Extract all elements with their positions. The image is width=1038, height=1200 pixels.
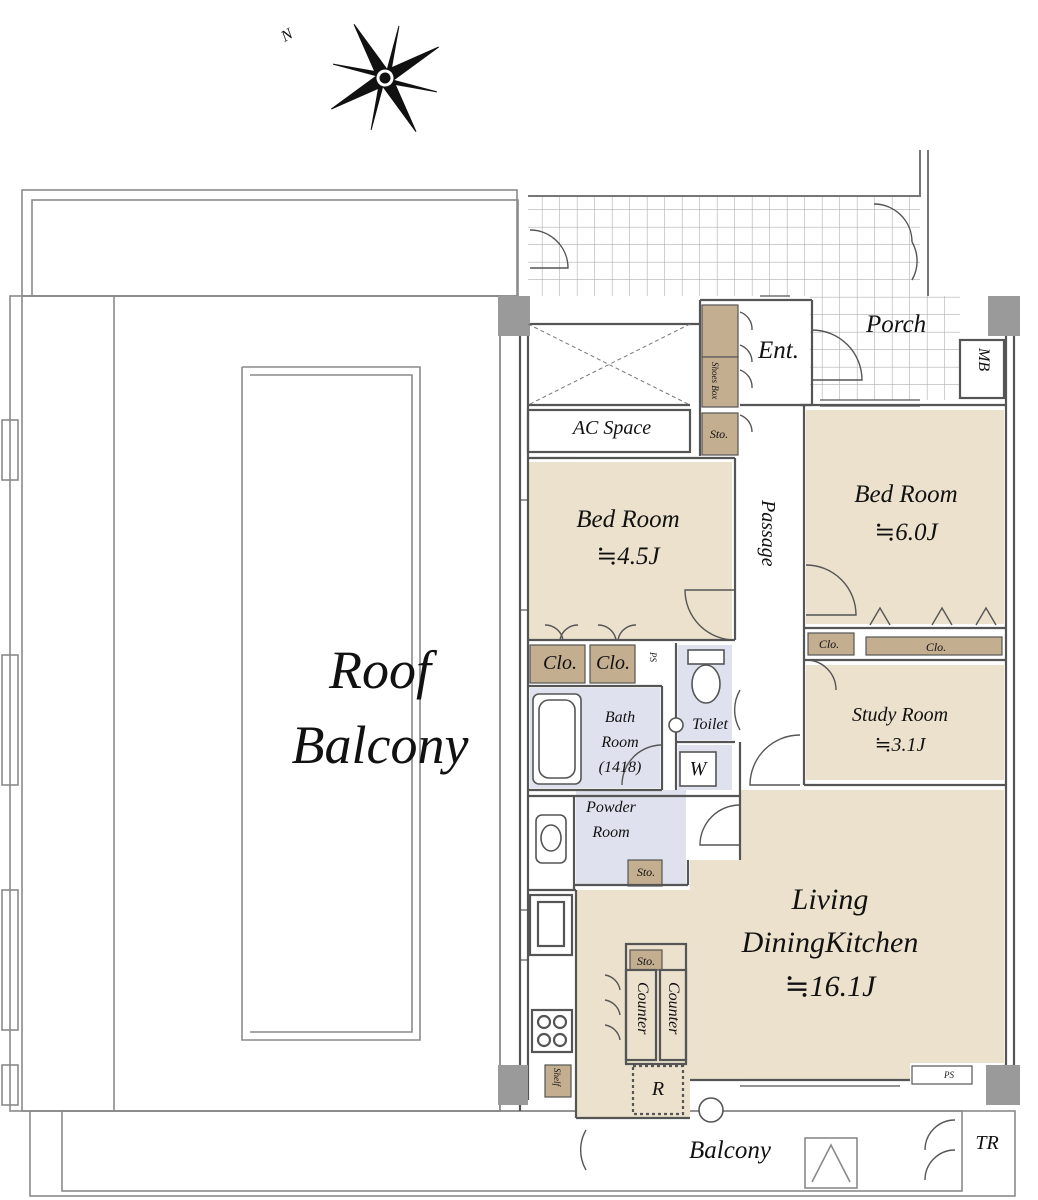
ldk-label-2: DiningKitchen: [741, 926, 919, 959]
bedroom-right-size: ≒6.0J: [874, 519, 938, 546]
passage-label: Passage: [757, 500, 779, 567]
balcony-area: [29, 1110, 1016, 1197]
washer-label: W: [689, 758, 707, 780]
north-compass-icon: [331, 24, 439, 132]
closet-2-label: Clo.: [596, 652, 630, 674]
trunk-room-label: TR: [975, 1132, 999, 1154]
study-size: ≒3.1J: [874, 734, 926, 756]
roof-balcony-label-2: Balcony: [291, 715, 469, 775]
ldk-label-1: Living: [791, 883, 869, 916]
pipe-space-2-label: PS: [944, 1070, 954, 1080]
refrigerator-label: R: [651, 1078, 665, 1100]
ldk-label-3: ≒16.1J: [784, 970, 876, 1003]
windows: [520, 295, 920, 1087]
roof-balcony-area: [1, 189, 519, 1112]
bedroom-left-size: ≒4.5J: [596, 543, 660, 570]
toilet-label: Toilet: [692, 716, 728, 733]
bath-label-3: (1418): [598, 759, 642, 776]
ac-space-label: AC Space: [572, 417, 652, 439]
shoes-box-label: Shoes Box: [710, 362, 720, 400]
entrance-label: Ent.: [758, 337, 799, 364]
bedroom-right-name: Bed Room: [854, 481, 958, 508]
ac-space-cross: [527, 323, 691, 406]
fixtures: [532, 649, 725, 1123]
door-swings: [529, 203, 997, 1181]
porch-tiles: [528, 196, 920, 296]
columns: [498, 296, 1020, 1105]
shelf-label: Shelf: [552, 1068, 562, 1086]
pipe-space-1-label: PS: [648, 652, 658, 662]
storage-entrance-label: Sto.: [709, 427, 729, 441]
powder-label-2: Room: [592, 824, 630, 841]
storage-kitchen-label: Sto.: [636, 954, 656, 968]
counter-2-label: Counter: [665, 982, 682, 1035]
closet-3-label: Clo.: [818, 637, 840, 651]
study-name: Study Room: [851, 704, 949, 726]
closet-4-label: Clo.: [925, 640, 947, 654]
bath-label-2: Room: [601, 734, 639, 751]
roof-balcony-label-1: Roof: [329, 640, 431, 700]
counter-1-label: Counter: [634, 982, 651, 1035]
storage-fills: [529, 304, 1003, 1098]
powder-label-1: Powder: [586, 799, 636, 816]
balcony-label: Balcony: [689, 1137, 771, 1164]
closet-1-label: Clo.: [543, 652, 577, 674]
porch-label: Porch: [866, 311, 927, 338]
storage-powder-label: Sto.: [636, 865, 656, 879]
meter-box-label: MB: [975, 348, 992, 372]
bedroom-left-name: Bed Room: [576, 506, 680, 533]
bath-label-1: Bath: [604, 709, 636, 726]
